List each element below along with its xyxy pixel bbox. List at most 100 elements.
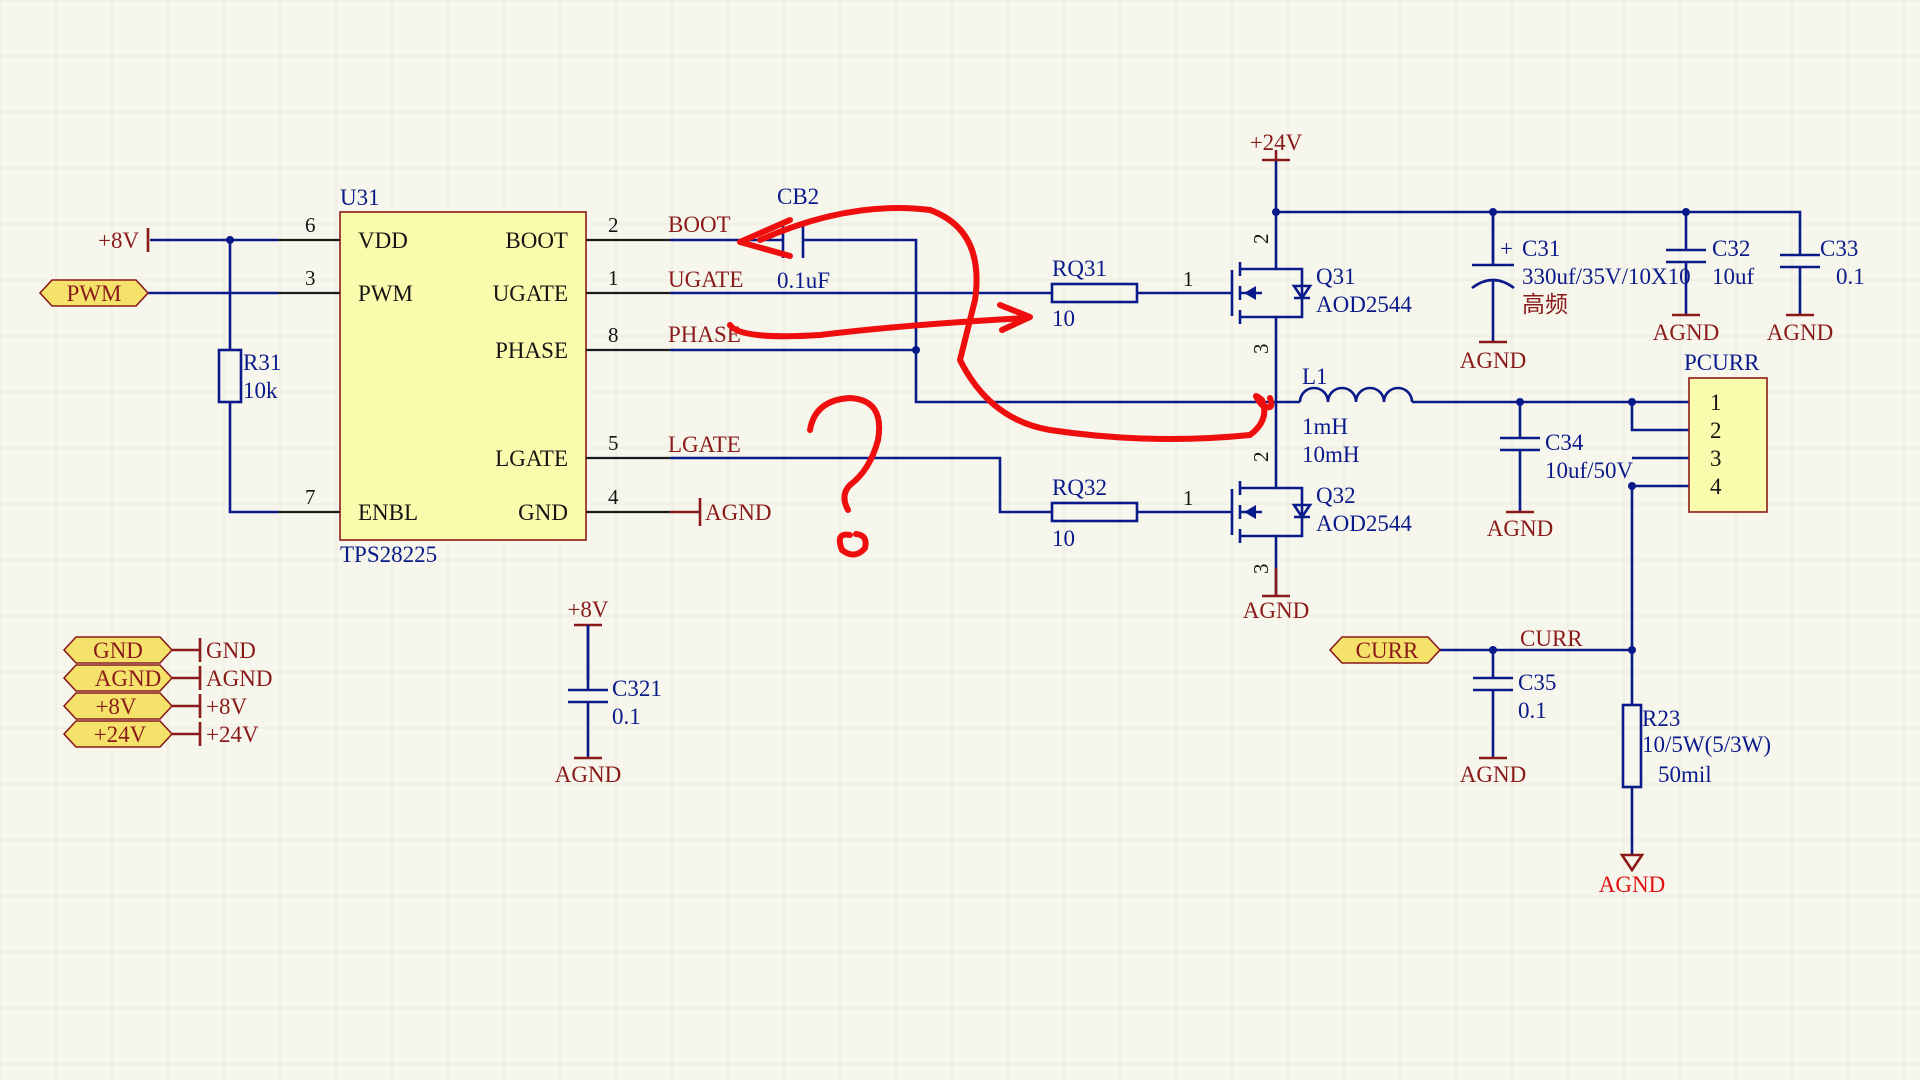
- r31-ref: R31: [243, 350, 281, 375]
- rq32-pin: 1: [1183, 486, 1194, 510]
- c321-value: 0.1: [612, 704, 641, 729]
- net-label-boot: BOOT: [668, 212, 731, 237]
- net-labels: BOOT UGATE PHASE LGATE CURR: [668, 212, 1583, 651]
- legend-port-8v: +8V: [95, 694, 136, 719]
- legend-24v: +24V +24V: [62, 720, 259, 748]
- pin-num-phase: 8: [608, 323, 619, 347]
- legend-agnd: AGND AGND: [62, 664, 272, 692]
- mosfet-q32[interactable]: 2 3 Q32 AOD2544: [1188, 452, 1412, 575]
- pin-name-vdd: VDD: [358, 228, 408, 253]
- rq31-value: 10: [1052, 306, 1075, 331]
- l1-value1: 1mH: [1302, 414, 1348, 439]
- capacitor-c32[interactable]: C32 10uf AGND: [1653, 236, 1755, 345]
- pcurr-pin-1: 1: [1710, 390, 1722, 415]
- legend-gnd: GND GND: [62, 636, 256, 664]
- pin-num-gnd: 4: [608, 485, 619, 509]
- c31-value: 330uf/35V/10X10: [1522, 264, 1691, 289]
- pcurr-pin-2: 2: [1710, 418, 1722, 443]
- capacitor-c31[interactable]: + C31 330uf/35V/10X10 高频 AGND: [1460, 212, 1691, 373]
- capacitor-c33[interactable]: C33 0.1 AGND: [1767, 236, 1865, 345]
- q32-part: AOD2544: [1316, 511, 1412, 536]
- q31-pin-s: 3: [1249, 344, 1273, 355]
- pcurr-body: [1688, 377, 1768, 513]
- agnd-label-q32: AGND: [1243, 598, 1309, 623]
- c34-ref: C34: [1545, 430, 1584, 455]
- capacitor-c35[interactable]: C35 0.1 AGND: [1460, 670, 1557, 787]
- rq31-pin: 1: [1183, 267, 1194, 291]
- power-8v-u31: +8V: [98, 228, 150, 253]
- agnd-label-c31: AGND: [1460, 348, 1526, 373]
- agnd-label-c33: AGND: [1767, 320, 1833, 345]
- cb2-ref: CB2: [777, 184, 819, 209]
- pin-name-enbl: ENBL: [358, 500, 418, 525]
- legend-net-24v: +24V: [206, 722, 259, 747]
- r23-note: 50mil: [1658, 762, 1712, 787]
- pin-num-ugate: 1: [608, 266, 619, 290]
- annotation-arrow-ugate: [727, 315, 1028, 340]
- pin-name-lgate: LGATE: [495, 446, 568, 471]
- capacitor-c34[interactable]: C34 10uf/50V AGND: [1487, 430, 1634, 541]
- q31-pin-d: 2: [1249, 234, 1273, 245]
- pin-num-boot: 2: [608, 213, 619, 237]
- agnd-q32: AGND: [1243, 568, 1309, 623]
- pin-num-vdd: 6: [305, 213, 316, 237]
- pwm-port[interactable]: PWM: [38, 279, 150, 307]
- pin-num-enbl: 7: [305, 485, 316, 509]
- rq32-value: 10: [1052, 526, 1075, 551]
- power-24v-label: +24V: [1250, 130, 1303, 155]
- inductor-l1[interactable]: L1 1mH 10mH: [1298, 364, 1414, 467]
- mosfet-q31[interactable]: 2 3 Q31 AOD2544: [1188, 234, 1412, 355]
- agnd-label-c35: AGND: [1460, 762, 1526, 787]
- red-annotations: [727, 205, 1275, 558]
- resistor-r31[interactable]: R31 10k: [217, 348, 281, 404]
- r23-value: 10/5W(5/3W): [1642, 732, 1771, 757]
- ic-part: TPS28225: [340, 542, 437, 567]
- resistor-rq32[interactable]: RQ32 10 1: [1050, 475, 1194, 551]
- annotation-arrow-head-left: [737, 217, 793, 259]
- c35-value: 0.1: [1518, 698, 1547, 723]
- legend-port-24v: +24V: [94, 722, 147, 747]
- agnd-label-c32: AGND: [1653, 320, 1719, 345]
- annotation-arrow-head-right: [997, 302, 1033, 333]
- pin-name-gnd: GND: [518, 500, 568, 525]
- legend-net-8v: +8V: [206, 694, 247, 719]
- c34-value: 10uf/50V: [1545, 458, 1634, 483]
- connector-pcurr[interactable]: PCURR 1 2 3 4: [1684, 350, 1768, 513]
- c31-note: 高频: [1522, 292, 1568, 317]
- pin-name-phase: PHASE: [495, 338, 568, 363]
- ic-u31[interactable]: U31 TPS28225 6 3 7 VDD PWM ENBL 2 1 8 5 …: [278, 185, 670, 567]
- net-label-ugate: UGATE: [668, 267, 743, 292]
- pin-num-lgate: 5: [608, 431, 619, 455]
- pin-name-boot: BOOT: [505, 228, 568, 253]
- resistor-rq31[interactable]: RQ31 10 1: [1050, 256, 1194, 331]
- c31-plus: +: [1500, 236, 1513, 261]
- pcurr-ref: PCURR: [1684, 350, 1760, 375]
- curr-port-label: CURR: [1356, 638, 1419, 663]
- capacitor-c321[interactable]: +8V C321 0.1 AGND: [555, 597, 662, 787]
- legend-net-gnd: GND: [206, 638, 256, 663]
- wires: [148, 160, 1802, 855]
- l1-value2: 10mH: [1302, 442, 1360, 467]
- curr-port[interactable]: CURR: [1328, 636, 1442, 664]
- c32-value: 10uf: [1712, 264, 1755, 289]
- annotation-question-dot: [836, 531, 869, 558]
- resistor-r23[interactable]: R23 10/5W(5/3W) 50mil AGND: [1599, 703, 1771, 897]
- net-label-curr: CURR: [1520, 626, 1583, 651]
- legend-port-agnd: AGND: [95, 666, 161, 691]
- c32-ref: C32: [1712, 236, 1750, 261]
- r31-value: 10k: [243, 378, 278, 403]
- junctions: [226, 208, 1690, 654]
- q31-ref: Q31: [1316, 264, 1356, 289]
- legend-8v: +8V +8V: [62, 692, 247, 720]
- pcurr-pin-4: 4: [1710, 474, 1722, 499]
- q31-part: AOD2544: [1316, 292, 1412, 317]
- ic-designator: U31: [340, 185, 380, 210]
- legend-port-gnd: GND: [93, 638, 143, 663]
- q32-pin-s: 3: [1249, 564, 1273, 575]
- c33-ref: C33: [1820, 236, 1858, 261]
- power-legend: GND GND AGND AGND +8V +8V +24V +24V: [62, 636, 272, 748]
- annotation-question-mark: [807, 395, 883, 513]
- capacitor-cb2[interactable]: CB2 0.1uF: [777, 184, 830, 293]
- power-8v-label: +8V: [98, 228, 139, 253]
